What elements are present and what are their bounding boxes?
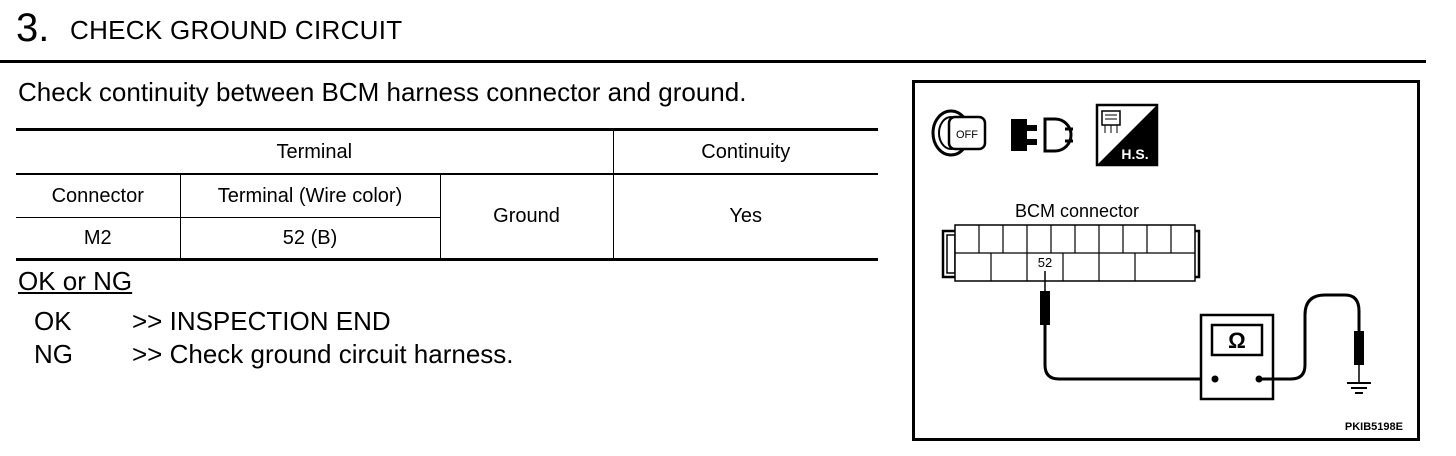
result-ok-key: OK xyxy=(34,306,72,336)
step-number: 3. xyxy=(16,6,50,50)
result-heading: OK or NG xyxy=(18,266,133,296)
instruction-text: Check continuity between BCM harness con… xyxy=(18,77,747,107)
table-row: Terminal Continuity xyxy=(16,129,878,175)
continuity-table: Terminal Continuity Connector Terminal (… xyxy=(16,128,878,261)
title-divider xyxy=(0,60,1426,63)
col-connector: Connector xyxy=(16,173,181,218)
result-ok-action: >> INSPECTION END xyxy=(132,306,391,336)
ohmmeter: Ω xyxy=(1199,313,1275,401)
cell-connector: M2 xyxy=(16,217,181,260)
col-terminal: Terminal (Wire color) xyxy=(179,173,441,218)
hs-label: H.S. xyxy=(1121,146,1148,162)
result-ng-action: >> Check ground circuit harness. xyxy=(132,339,514,369)
harness-side-icon: H.S. xyxy=(1095,103,1159,167)
wiring-diagram: OFF H.S. BCM connector xyxy=(912,80,1420,441)
header-continuity: Continuity xyxy=(612,129,878,175)
result-ng-key: NG xyxy=(34,339,73,369)
cell-terminal: 52 (B) xyxy=(179,217,440,260)
pin-52-label: 52 xyxy=(1038,255,1052,270)
table-row: Connector Terminal (Wire color) Ground Y… xyxy=(16,173,878,260)
cell-continuity: Yes xyxy=(612,173,878,260)
ground-symbol-icon xyxy=(1347,382,1371,394)
table-row: M2 52 (B) xyxy=(16,217,878,260)
disconnect-icon xyxy=(1011,117,1073,153)
diagram-svg: OFF H.S. BCM connector xyxy=(931,103,1403,433)
bcm-connector: 52 xyxy=(941,224,1201,282)
probe-lead xyxy=(1040,271,1215,381)
ground-lead xyxy=(1259,293,1364,383)
cell-ground: Ground xyxy=(439,173,614,260)
ohm-symbol: Ω xyxy=(1228,328,1246,353)
header-terminal: Terminal xyxy=(16,129,614,175)
step-title: CHECK GROUND CIRCUIT xyxy=(70,15,403,45)
ignition-off-label: OFF xyxy=(956,129,978,141)
figure-code: PKIB5198E xyxy=(1345,421,1403,433)
connector-label: BCM connector xyxy=(1015,201,1139,221)
ignition-off-icon: OFF xyxy=(931,109,987,157)
